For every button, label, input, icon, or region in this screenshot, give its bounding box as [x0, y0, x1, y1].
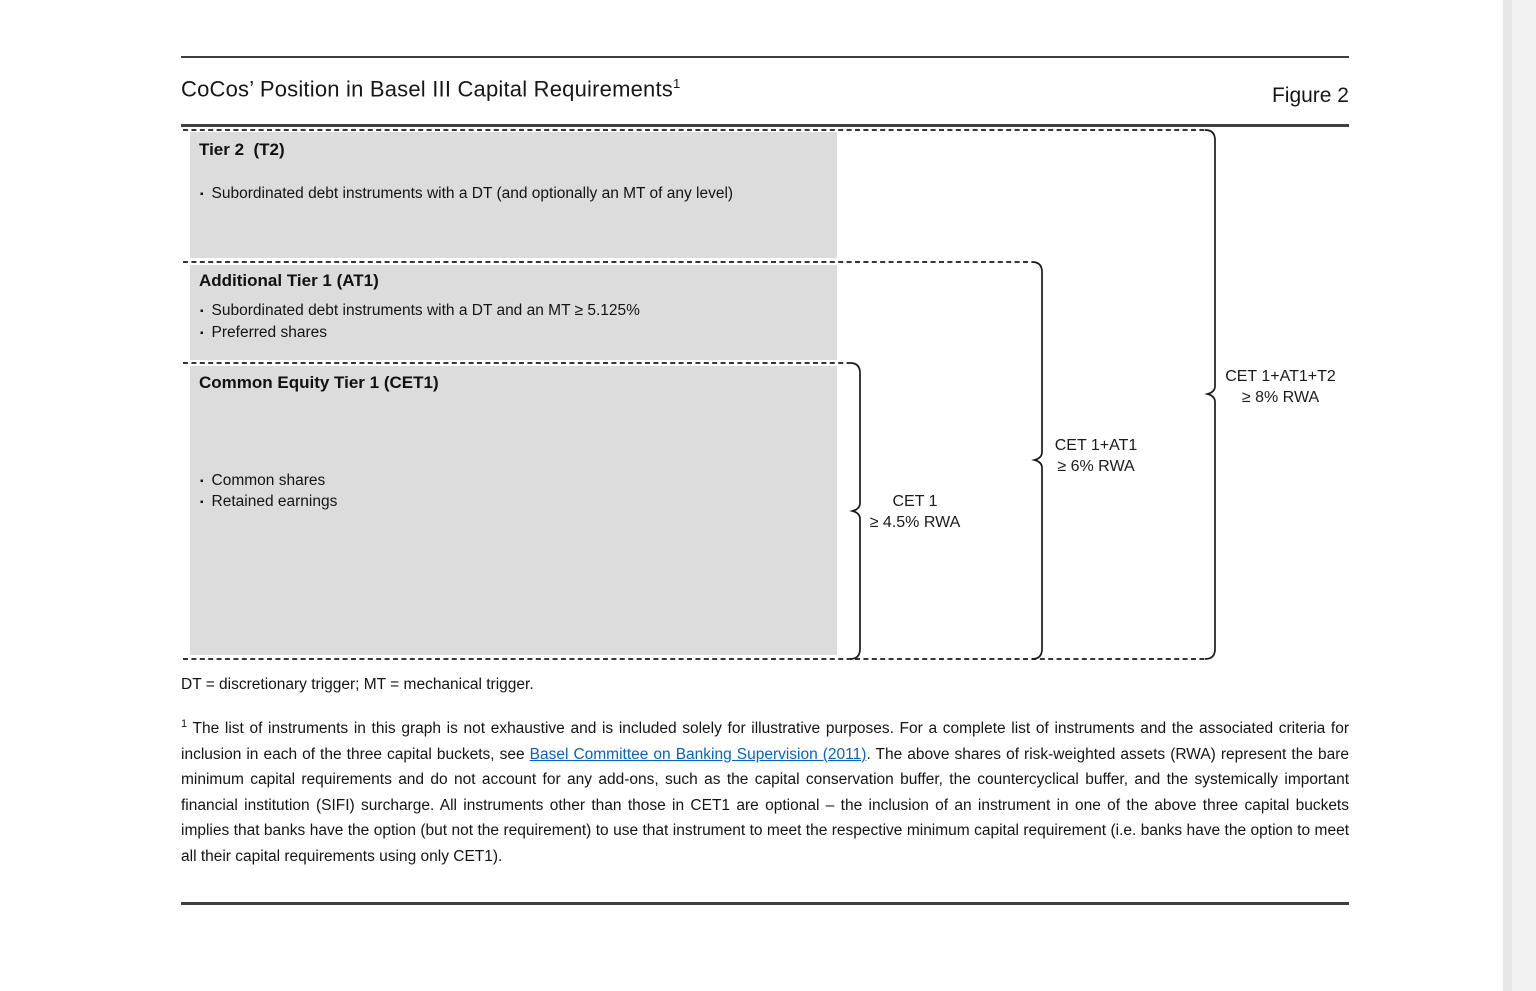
cet1-box: Common Equity Tier 1 (CET1) ▪ Common sha… — [190, 366, 837, 655]
at1-box: Additional Tier 1 (AT1) ▪ Subordinated d… — [190, 265, 837, 360]
footnote-text-after-link: . The above shares of risk-weighted asse… — [181, 745, 1349, 865]
at1-heading: Additional Tier 1 (AT1) — [199, 271, 379, 290]
tier2-box: Tier 2 (T2) ▪ Subordinated debt instrume… — [190, 132, 837, 258]
footnote-paragraph: 1 The list of instruments in this graph … — [181, 712, 1349, 869]
at1-bullet-item: ▪ Preferred shares — [200, 324, 327, 343]
cet1-bullet-text-2: Retained earnings — [211, 493, 338, 510]
tier2-bullet-item: ▪ Subordinated debt instruments with a D… — [200, 185, 733, 204]
cet1-at1-requirement-threshold: ≥ 6% RWA — [1057, 458, 1135, 475]
cet1-bullet-text-1: Common shares — [211, 472, 326, 489]
footnote-marker: 1 — [181, 718, 188, 730]
figure-title-footnote-marker: 1 — [673, 76, 681, 91]
at1-bullet-text-2: Preferred shares — [211, 324, 327, 341]
figure-number-label: Figure 2 — [1271, 84, 1349, 107]
tier2-heading: Tier 2 (T2) — [199, 140, 285, 159]
bullet-icon: ▪ — [200, 328, 204, 339]
cet1-heading: Common Equity Tier 1 (CET1) — [199, 373, 439, 392]
at1-bullet-text-1: Subordinated debt instruments with a DT … — [211, 302, 640, 319]
figure-title: CoCos’ Position in Basel III Capital Req… — [181, 76, 680, 102]
cet1-requirement-threshold: ≥ 4.5% RWA — [869, 514, 961, 531]
cet1-brace — [849, 362, 861, 660]
cet1-at1-brace — [1031, 261, 1043, 660]
cet1-requirement-label: CET 1 ≥ 4.5% RWA — [860, 491, 970, 533]
cet1-at1-requirement-label: CET 1+AT1 ≥ 6% RWA — [1046, 435, 1146, 477]
figure-title-text: CoCos’ Position in Basel III Capital Req… — [181, 76, 673, 102]
cet1-at1-t2-requirement-label: CET 1+AT1+T2 ≥ 8% RWA — [1218, 366, 1343, 408]
bullet-icon: ▪ — [200, 497, 204, 508]
at1-bullet-item: ▪ Subordinated debt instruments with a D… — [200, 302, 640, 321]
cet1-at1-requirement-name: CET 1+AT1 — [1054, 437, 1138, 454]
top-rule — [181, 56, 1349, 58]
cet1-bullet-item: ▪ Common shares — [200, 472, 325, 491]
abbreviation-note: DT = discretionary trigger; MT = mechani… — [181, 676, 534, 693]
page-edge-shadow — [1503, 0, 1512, 991]
bottom-rule — [181, 902, 1349, 905]
tier2-bullet-text: Subordinated debt instruments with a DT … — [211, 185, 734, 202]
bullet-icon: ▪ — [200, 306, 204, 317]
viewer-background-strip — [1512, 0, 1536, 991]
cet1-at1-t2-requirement-name: CET 1+AT1+T2 — [1225, 368, 1336, 385]
cet1-at1-t2-requirement-threshold: ≥ 8% RWA — [1241, 389, 1320, 406]
cet1-bullet-item: ▪ Retained earnings — [200, 493, 337, 512]
title-rule — [181, 124, 1349, 127]
footnote-text-before-link: The list of instruments in this graph is… — [181, 720, 1349, 763]
cet1-requirement-name: CET 1 — [892, 493, 938, 510]
cet1-at1-t2-brace — [1204, 129, 1216, 660]
basel-committee-reference-link[interactable]: Basel Committee on Banking Supervision (… — [529, 745, 867, 763]
bullet-icon: ▪ — [200, 189, 204, 200]
bullet-icon: ▪ — [200, 476, 204, 487]
